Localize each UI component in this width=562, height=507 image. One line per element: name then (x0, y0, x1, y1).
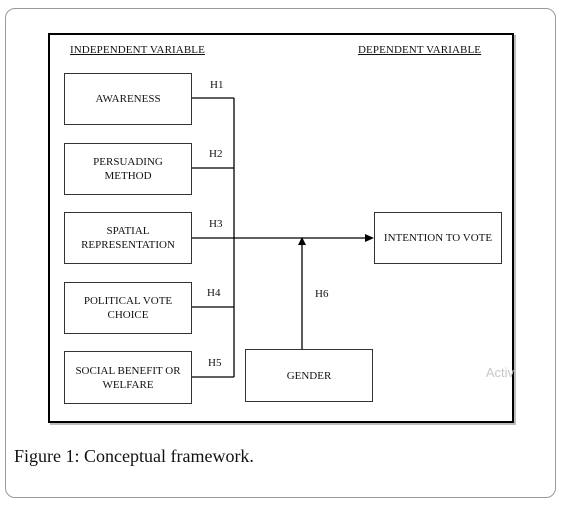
intention-to-vote-box: INTENTION TO VOTE (374, 212, 502, 264)
arrowhead-to-intention (365, 234, 374, 242)
social-benefit-box: SOCIAL BENEFIT OR WELFARE (64, 351, 192, 404)
activation-watermark: Activ (485, 365, 514, 380)
political-vote-choice-box: POLITICAL VOTE CHOICE (64, 282, 192, 334)
independent-variable-heading: INDEPENDENT VARIABLE (70, 44, 205, 56)
persuading-method-box: PERSUADING METHOD (64, 143, 192, 195)
awareness-box: AWARENESS (64, 73, 192, 125)
h2-label: H2 (209, 148, 223, 160)
figure-label: Figure 1: (14, 446, 80, 466)
h6-label: H6 (315, 288, 329, 300)
spatial-representation-box: SPATIAL REPRESENTATION (64, 212, 192, 264)
arrowhead-gender-moderation (298, 237, 306, 245)
dependent-variable-heading: DEPENDENT VARIABLE (358, 44, 482, 56)
caption-text: Conceptual framework. (79, 446, 254, 466)
h4-label: H4 (207, 287, 221, 299)
h1-label: H1 (210, 79, 224, 91)
h3-label: H3 (209, 218, 223, 230)
h5-label: H5 (208, 357, 222, 369)
figure-caption: Figure 1: Conceptual framework. (14, 446, 254, 467)
gender-box: GENDER (245, 349, 373, 402)
